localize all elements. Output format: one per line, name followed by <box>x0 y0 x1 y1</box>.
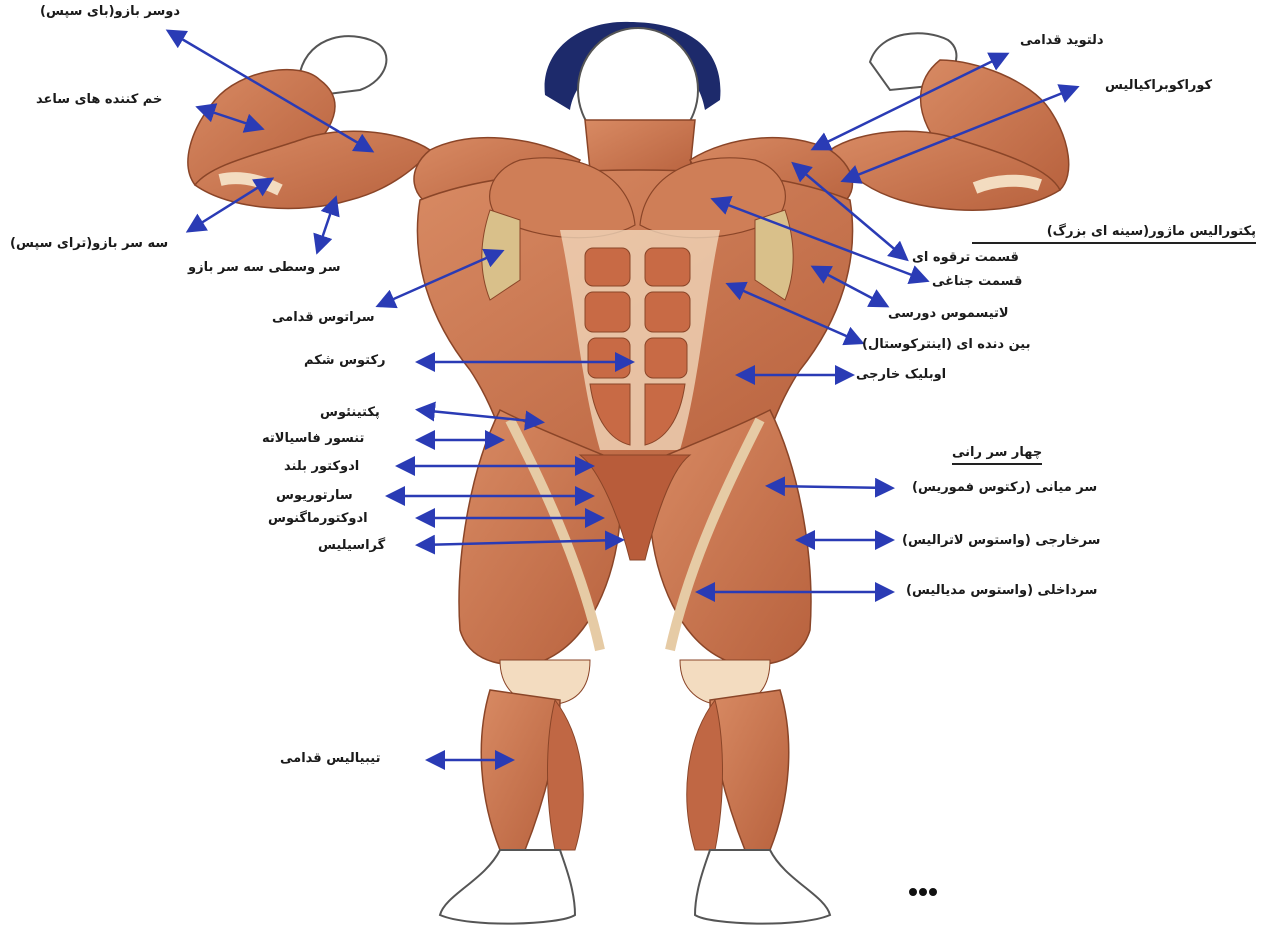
right-calf <box>687 700 723 850</box>
label-anterior-deltoid: دلتوید قدامی <box>1020 33 1104 49</box>
label-triceps: سه سر بازو(ترای سپس) <box>10 236 168 252</box>
label-biceps: دوسر بازو(بای سپس) <box>40 4 180 20</box>
label-rectus-femoris: سر میانی (رکتوس فموریس) <box>912 480 1097 496</box>
label-quadriceps-header: چهار سر رانی <box>952 445 1042 465</box>
label-external-oblique: اوبلیک خارجی <box>856 367 946 383</box>
label-adductor-longus: ادوکتور بلند <box>284 459 359 475</box>
arrow-icon <box>318 200 335 250</box>
label-coracobrachialis: کوراکوبراکیالیس <box>1105 78 1212 94</box>
label-tensor-fascia-latae: تنسور فاسیالاته <box>262 431 364 447</box>
label-pectoralis-major-header: پکتورالیس ماژور(سینه ای بزرگ) <box>972 224 1256 244</box>
label-triceps-medial: سر وسطی سه سر بازو <box>188 260 341 276</box>
label-rectus-abdominis: رکتوس شکم <box>304 353 386 369</box>
label-serratus: سراتوس قدامی <box>272 310 375 326</box>
label-tibialis-anterior: تیبیالیس قدامی <box>280 751 380 767</box>
label-gracilis: گراسیلیس <box>318 538 385 554</box>
label-vastus-medialis: سرداخلی (واستوس مدیالیس) <box>906 583 1097 599</box>
right-foot <box>695 850 830 924</box>
label-latissimus-dorsi: لاتیسموس دورسی <box>888 306 1009 322</box>
label-intercostal: بین دنده ای (اینترکوستال) <box>862 337 1030 353</box>
label-pectineus: پکتینئوس <box>320 405 380 421</box>
label-vastus-lateralis: سرخارجی (واستوس لاترالیس) <box>902 533 1100 549</box>
label-sartorius: سارتوریوس <box>276 488 353 504</box>
label-sternal-part: قسمت جناغی <box>932 274 1022 290</box>
label-forearm-flexors: خم کننده های ساعد <box>36 92 162 108</box>
left-calf <box>548 700 584 850</box>
left-foot <box>440 850 575 924</box>
label-clavicular-part: قسمت ترقوه ای <box>912 250 1019 266</box>
label-adductor-magnus: ادوکتورماگنوس <box>268 511 368 527</box>
watermark-mark <box>905 882 945 902</box>
